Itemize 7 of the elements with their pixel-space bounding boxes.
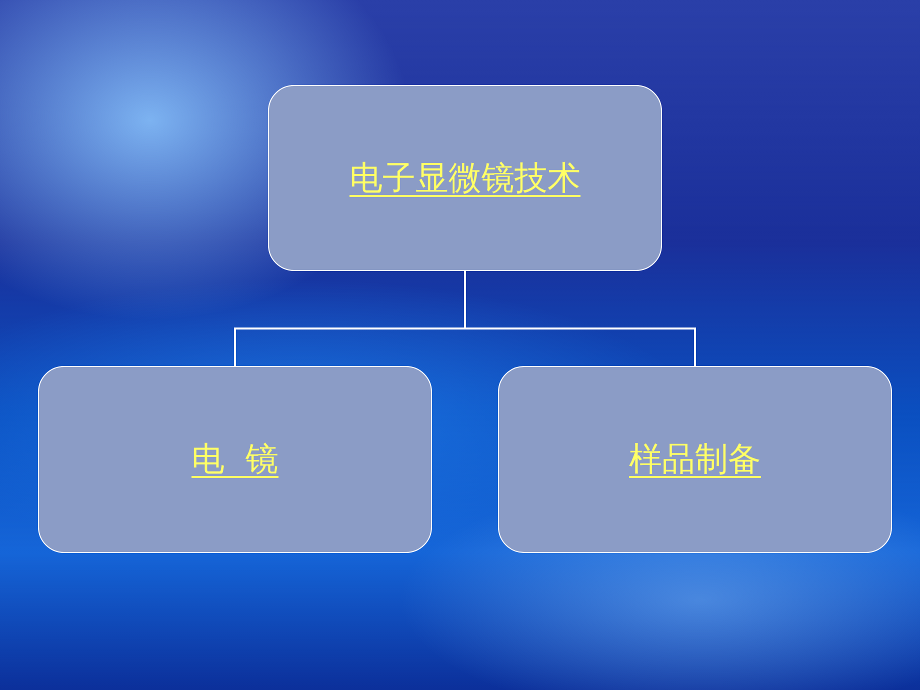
rounded-box xyxy=(498,366,892,553)
link-text: 电 镜 xyxy=(192,438,278,480)
link-text: 电子显微镜技术 xyxy=(350,156,580,198)
rounded-box xyxy=(38,366,432,553)
rounded-box xyxy=(268,85,662,271)
connector-line xyxy=(464,271,696,366)
link-text: 样品制备 xyxy=(629,438,761,480)
